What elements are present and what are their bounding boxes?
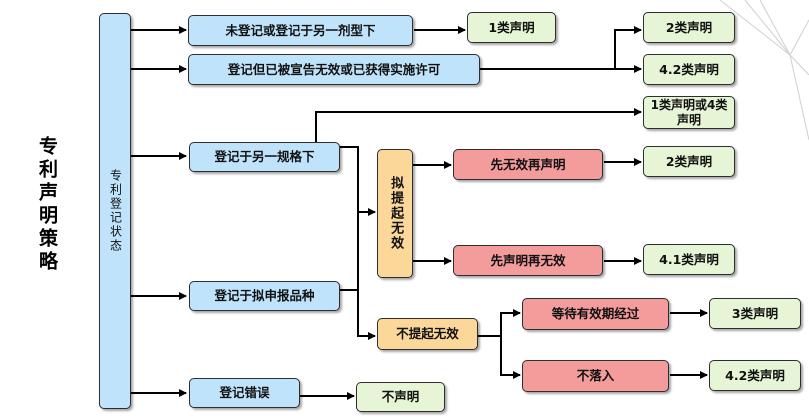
status-label: 专利登记状态 — [108, 169, 123, 253]
node-proposed-product: 登记于拟申报品种 — [189, 281, 340, 311]
result-class-2-mid: 2类声明 — [643, 146, 735, 177]
result-class-4-1: 4.1类声明 — [643, 244, 735, 275]
result-class-1-or-4: 1类声明或4类声明 — [643, 96, 735, 129]
node-other-spec: 登记于另一规格下 — [189, 142, 340, 172]
node-no-invalid: 不提起无效 — [377, 318, 478, 350]
node-propose-invalid: 拟提起无效 — [377, 149, 413, 278]
result-class-1: 1类声明 — [467, 12, 556, 43]
node-registered-invalidated: 登记但已被宣告无效或已获得实施许可 — [188, 54, 480, 85]
node-first-invalid: 先无效再声明 — [453, 149, 603, 180]
node-first-declare: 先声明再无效 — [453, 245, 603, 276]
node-not-fall: 不落入 — [522, 360, 669, 392]
result-class-2-top: 2类声明 — [643, 12, 735, 43]
page-title: 专利声明策略 — [36, 136, 58, 274]
node-unregistered: 未登记或登记于另一剂型下 — [188, 15, 413, 46]
node-wait-expiry: 等待有效期经过 — [522, 298, 669, 330]
status-bar: 专利登记状态 — [99, 13, 131, 409]
node-registration-error: 登记错误 — [189, 378, 300, 408]
result-class-4-2-bottom: 4.2类声明 — [709, 360, 801, 391]
result-class-4-2-top: 4.2类声明 — [643, 54, 735, 85]
result-class-3: 3类声明 — [709, 298, 801, 329]
propose-invalid-label: 拟提起无效 — [388, 176, 404, 251]
result-no-declaration: 不声明 — [356, 382, 445, 412]
